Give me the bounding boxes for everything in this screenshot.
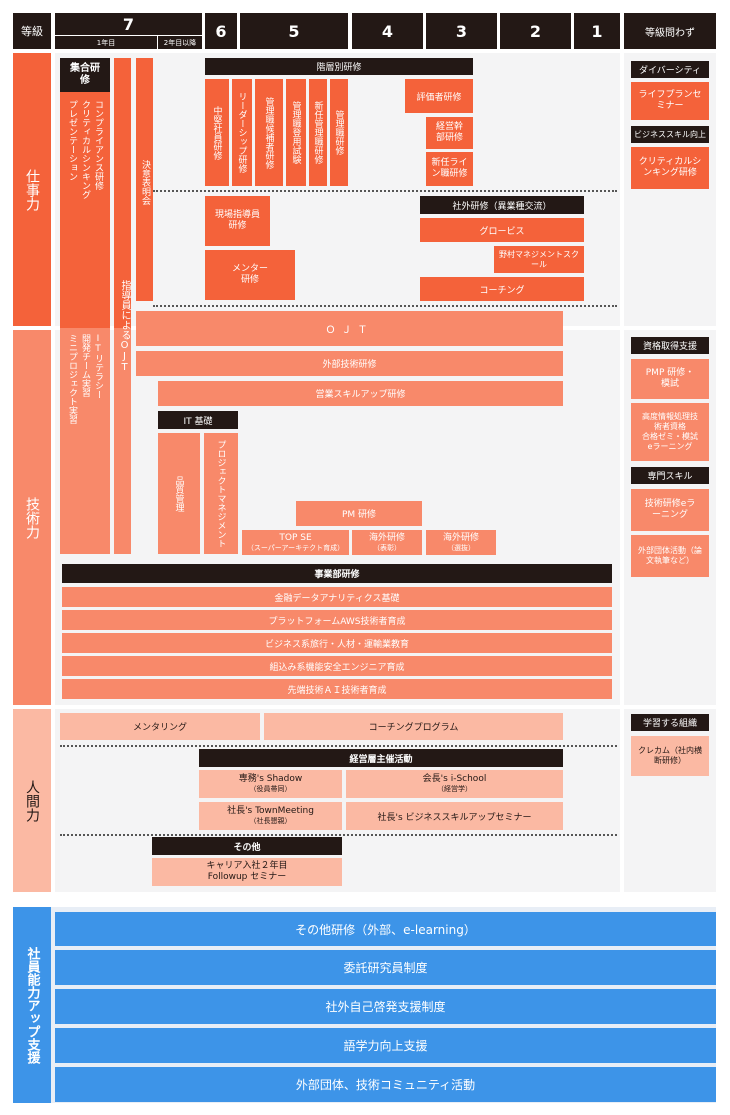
compliance-label: コンプライアンス研修 [93, 100, 103, 190]
grade-6: 6 [205, 13, 237, 49]
kettei-label: 決意表明会 [140, 160, 150, 205]
kanri-touyou-box: 管理職登用試験 [286, 79, 306, 186]
lifeplan-box: ライフプランセミナー [631, 82, 709, 120]
ojt-bar: ＯＪＴ [136, 311, 563, 346]
shikaku-header: 資格取得支援 [631, 337, 709, 354]
kurekamu-box: クレカム（社内横断研修） [631, 736, 709, 776]
pm-vertical-box: プロジェクトマネジメント [204, 433, 238, 554]
shugo-kenshu-header: 集合研修 [60, 58, 110, 92]
grade-any: 等級問わず [624, 13, 716, 49]
gijutsu-e-box: 技術研修eラーニング [631, 489, 709, 531]
grade-7-year2: 2年目以降 [158, 36, 202, 49]
koudo-box: 高度情報処理技術者資格合格ゼミ・模試eラーニング [631, 403, 709, 461]
globis-box: グロービス [420, 218, 584, 242]
shinnin-kanri-box: 新任管理職研修 [309, 79, 327, 186]
human-dotted-divider [60, 745, 617, 747]
jigyobu-item-2: プラットフォームAWS技術者育成 [62, 610, 612, 630]
kanri-kenshu-box: 管理職研修 [330, 79, 348, 186]
gaibu-dantai-box: 外部団体活動（論文執筆など） [631, 535, 709, 577]
grade-7-year1: 1年目 [55, 36, 157, 49]
support-label: 社員能力アップ支援 [13, 907, 51, 1103]
sonota-header: その他 [152, 837, 342, 855]
row-label-work: 仕事力 [13, 53, 51, 326]
shugo-column-work [60, 92, 110, 328]
grade-header-label: 等級 [13, 13, 51, 49]
nomura-box: 野村マネジメントスクール [494, 246, 584, 273]
support-item-5: 外部団体、技術コミュニティ活動 [55, 1067, 716, 1102]
mentor-box: メンター研修 [205, 250, 295, 300]
shidoin-ojt-work [114, 58, 131, 328]
shidoin-ojt-label: 指導員によるOJT [119, 280, 130, 373]
mini-project-label: ミニプロジェクト実習 [67, 334, 77, 424]
right-critical-box: クリティカルシンキング研修 [631, 147, 709, 189]
gakushu-header: 学習する組織 [631, 714, 709, 731]
genba-box: 現場指導員研修 [205, 196, 270, 246]
kaigai-senbatsu-box: 海外研修（選抜） [426, 530, 496, 555]
senmu-shadow-box: 専務's Shadow（役員帯同） [199, 770, 342, 798]
bizskill-header: ビジネススキル向上 [631, 126, 709, 143]
jigyobu-item-3: ビジネス系旅行・人材・運輸業教育 [62, 633, 612, 653]
jigyobu-item-1: 金融データアナリティクス基礎 [62, 587, 612, 607]
diversity-header: ダイバーシティ [631, 61, 709, 78]
critical-label: クリティカルシンキング [80, 100, 90, 199]
kaigai-hyousho-box: 海外研修（表彰） [352, 530, 422, 555]
jigyobu-item-4: 組込み系機能安全エンジニア育成 [62, 656, 612, 676]
keiei-kanbu-box: 経営幹部研修 [426, 117, 473, 149]
eigyo-bar: 営業スキルアップ研修 [158, 381, 563, 406]
row-label-human: 人間力 [13, 709, 51, 892]
presentation-label: プレゼンテーション [67, 100, 77, 181]
gaibu-gijutsu-bar: 外部技術研修 [136, 351, 563, 376]
grade-3: 3 [426, 13, 497, 49]
pm-kenshu-box: PM 研修 [296, 501, 422, 526]
support-item-3: 社外自己啓発支援制度 [55, 989, 716, 1024]
shacho-town-box: 社長's TownMeeting（社長懇親） [199, 802, 342, 830]
leadership-box: リーダーシップ研修 [232, 79, 252, 186]
shidoin-ojt-tech [114, 328, 131, 554]
mentoring-box: メンタリング [60, 713, 260, 740]
chuken-box: 中堅社員研修 [205, 79, 229, 186]
senmon-header: 専門スキル [631, 467, 709, 484]
hyoukasha-box: 評価者研修 [405, 79, 473, 113]
topse-box: TOP SE（スーパーアーキテクト育成） [242, 530, 349, 555]
coaching-program-box: コーチングプログラム [264, 713, 563, 740]
coaching-box: コーチング [420, 277, 584, 301]
shagai-header: 社外研修（異業種交流） [420, 196, 584, 214]
support-item-4: 語学力向上支援 [55, 1028, 716, 1063]
dev-team-label: 開発チーム実習 [80, 334, 90, 397]
human-dotted-divider-2 [60, 834, 617, 836]
work-dotted-divider-2 [153, 305, 617, 307]
grade-2: 2 [500, 13, 571, 49]
shugo-column-tech [60, 328, 110, 554]
kaisou-header: 階層別研修 [205, 58, 473, 75]
it-kiso-header: IT 基礎 [158, 411, 238, 429]
row-label-tech: 技術力 [13, 330, 51, 705]
kettei-bar [136, 58, 153, 301]
row-divider-2 [55, 705, 716, 709]
shinnin-line-box: 新任ライン職研修 [426, 152, 473, 186]
shacho-biz-box: 社長's ビジネススキルアップセミナー [346, 802, 563, 830]
kanri-kouho-box: 管理職候補者研修 [255, 79, 283, 186]
grade-4: 4 [352, 13, 423, 49]
pmp-box: PMP 研修・模試 [631, 359, 709, 399]
work-dotted-divider [153, 190, 617, 192]
it-literacy-label: ITリテラシー [93, 334, 103, 399]
jigyobu-item-5: 先端技術ＡＩ技術者育成 [62, 679, 612, 699]
keiei-shusai-header: 経営層主催活動 [199, 749, 563, 767]
grade-1: 1 [574, 13, 620, 49]
kaicho-ischool-box: 会長's i-School（経営学） [346, 770, 563, 798]
grade-7: 7 [55, 13, 202, 35]
support-item-2: 委託研究員制度 [55, 950, 716, 985]
hinshitsu-box: 品質管理 [158, 433, 200, 554]
grade-5: 5 [240, 13, 348, 49]
support-item-1: その他研修（外部、e-learning） [55, 912, 716, 946]
jigyobu-header: 事業部研修 [62, 564, 612, 583]
